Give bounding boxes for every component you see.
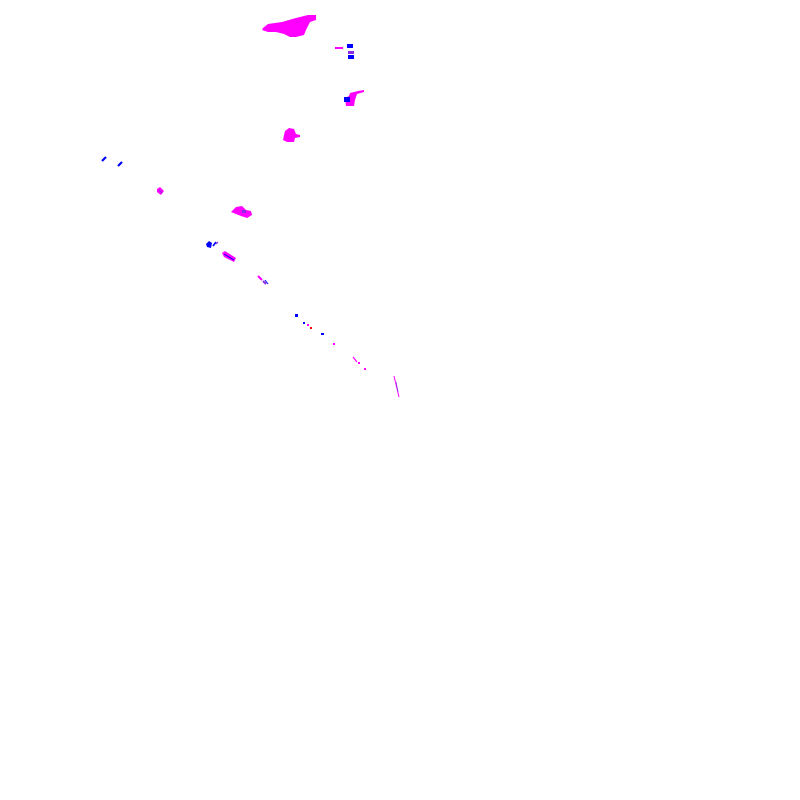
feature-line[interactable] [212, 241, 217, 247]
feature-cluster-upper-right[interactable] [335, 44, 354, 59]
feature-polygon[interactable] [283, 128, 300, 142]
feature-point[interactable] [303, 322, 305, 324]
feature-cluster-mid[interactable] [231, 206, 252, 218]
feature-polygon[interactable] [206, 241, 212, 248]
feature-cluster-mid-right[interactable] [344, 90, 364, 106]
feature-line[interactable] [257, 275, 263, 281]
feature-point[interactable] [307, 324, 309, 326]
feature-line[interactable] [158, 189, 163, 194]
feature-polygon[interactable] [262, 15, 316, 37]
feature-point[interactable] [333, 343, 335, 345]
feature-cluster-top[interactable] [262, 15, 316, 37]
feature-line[interactable] [264, 279, 269, 285]
feature-point[interactable] [310, 327, 312, 329]
feature-cluster-lower-left[interactable] [257, 275, 269, 285]
feature-cluster-lower[interactable] [352, 356, 366, 370]
feature-polygon[interactable] [348, 51, 354, 54]
feature-line[interactable] [352, 356, 358, 363]
feature-point[interactable] [295, 314, 298, 317]
feature-line[interactable] [101, 156, 107, 162]
feature-line[interactable] [223, 253, 235, 261]
feature-line[interactable] [117, 161, 123, 167]
feature-cluster-trail[interactable] [295, 314, 335, 345]
feature-point[interactable] [364, 368, 366, 370]
feature-line[interactable] [262, 280, 267, 285]
feature-cluster-bottom[interactable] [393, 375, 400, 398]
feature-polygon[interactable] [335, 47, 343, 49]
feature-line[interactable] [215, 241, 219, 245]
feature-polygon[interactable] [344, 97, 350, 102]
feature-polygon[interactable] [347, 44, 353, 48]
feature-line[interactable] [395, 381, 399, 393]
feature-polygon[interactable] [231, 206, 252, 218]
feature-polygon[interactable] [242, 210, 246, 213]
feature-cluster-left-mid[interactable] [157, 187, 164, 195]
feature-polygon[interactable] [348, 55, 354, 59]
feature-point[interactable] [321, 333, 324, 335]
feature-cluster-center[interactable] [283, 128, 300, 142]
feature-cluster-left[interactable] [101, 156, 123, 167]
feature-cluster-mid-lower[interactable] [206, 241, 236, 262]
feature-point[interactable] [358, 362, 360, 364]
